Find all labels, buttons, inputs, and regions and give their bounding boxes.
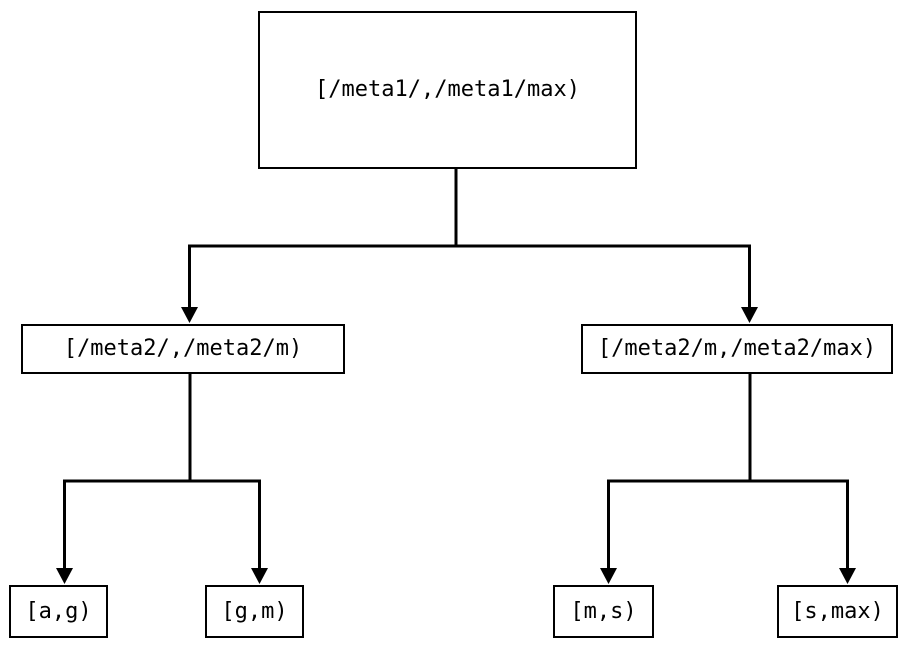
arrowhead-to-leaf-ag xyxy=(56,568,73,584)
tree-node-meta2-high[interactable]: [/meta2/m,/meta2/max) xyxy=(581,324,893,374)
tree-node-leaf-ms[interactable]: [m,s) xyxy=(553,585,654,638)
arrowhead-to-leaf-smax xyxy=(839,568,856,584)
tree-node-leaf-ag[interactable]: [a,g) xyxy=(9,585,108,638)
arrowhead-to-meta2-low xyxy=(181,307,198,323)
tree-node-meta2-low[interactable]: [/meta2/,/meta2/m) xyxy=(21,324,345,374)
tree-node-root[interactable]: [/meta1/,/meta1/max) xyxy=(258,11,637,169)
arrowhead-to-meta2-high xyxy=(741,307,758,323)
edge-meta2low-to-leaves xyxy=(56,374,268,584)
tree-node-leaf-gm-label: [g,m) xyxy=(221,598,288,624)
arrowhead-to-leaf-gm xyxy=(251,568,268,584)
edge-root-to-level2 xyxy=(181,169,758,323)
tree-node-leaf-ms-label: [m,s) xyxy=(570,598,637,624)
tree-node-root-label: [/meta1/,/meta1/max) xyxy=(315,77,580,102)
tree-node-leaf-smax[interactable]: [s,max) xyxy=(777,585,898,638)
tree-node-leaf-ag-label: [a,g) xyxy=(25,598,92,624)
tree-node-leaf-smax-label: [s,max) xyxy=(791,598,884,624)
tree-node-meta2-high-label: [/meta2/m,/meta2/max) xyxy=(597,336,877,361)
tree-node-meta2-low-label: [/meta2/,/meta2/m) xyxy=(63,336,303,361)
arrowhead-to-leaf-ms xyxy=(600,568,617,584)
tree-node-leaf-gm[interactable]: [g,m) xyxy=(205,585,304,638)
edge-meta2high-to-leaves xyxy=(600,374,856,584)
